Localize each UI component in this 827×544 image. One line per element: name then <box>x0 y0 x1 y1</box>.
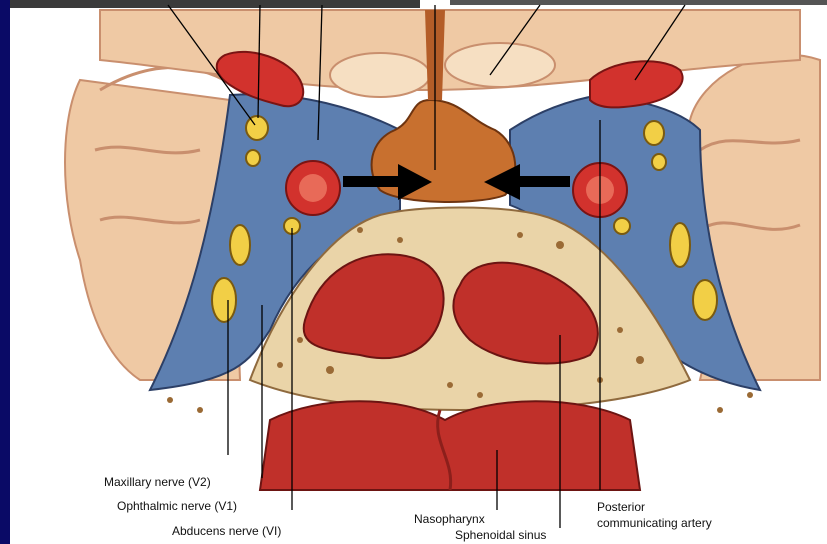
frame-left <box>0 0 10 544</box>
nerve-trochlear-left <box>246 150 260 166</box>
top-bar-right <box>450 0 827 5</box>
nerve-oculomotor-right <box>644 121 664 145</box>
artery-lumen <box>299 174 327 202</box>
top-bar-left <box>10 0 420 8</box>
nerve-oculomotor-left <box>246 116 268 140</box>
label-ophthalmic-nerve: Ophthalmic nerve (V1) <box>117 499 237 513</box>
nerve-maxillary-right <box>693 280 717 320</box>
nerve-maxillary-left <box>212 278 236 322</box>
nerve-ophthalmic-right <box>670 223 690 267</box>
label-maxillary-nerve: Maxillary nerve (V2) <box>104 475 211 489</box>
label-nasopharynx: Nasopharynx <box>414 512 485 526</box>
label-posterior: Posterior <box>597 500 645 514</box>
nerve-ophthalmic-left <box>230 225 250 265</box>
nerve-abducens-right <box>614 218 630 234</box>
optic-chiasm-right <box>445 43 555 87</box>
optic-chiasm-left <box>330 53 430 97</box>
label-communicating-artery: communicating artery <box>597 516 712 530</box>
nerve-trochlear-right <box>652 154 666 170</box>
label-sphenoidal-sinus: Sphenoidal sinus <box>455 528 546 542</box>
label-abducens-nerve: Abducens nerve (VI) <box>172 524 281 538</box>
